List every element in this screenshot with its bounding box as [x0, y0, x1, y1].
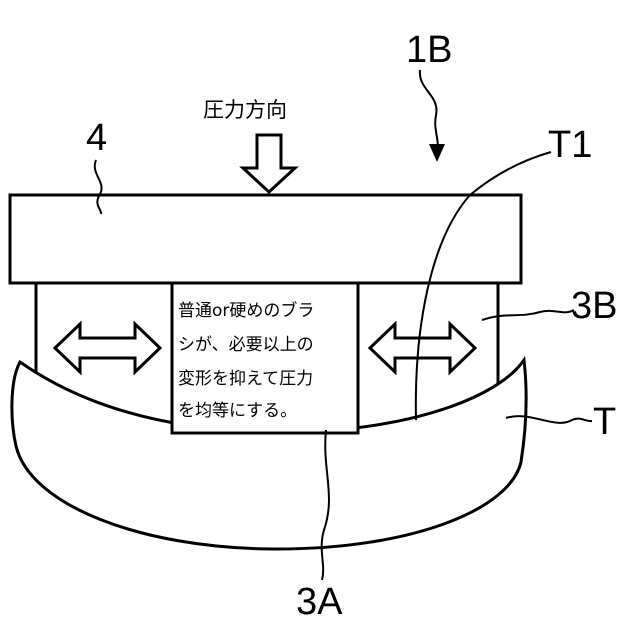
- label-1b: 1B: [406, 29, 452, 71]
- label-4: 4: [86, 117, 107, 159]
- label-3a: 3A: [296, 581, 343, 623]
- label-3b: 3B: [571, 285, 617, 327]
- center-note-line-3: 変形を抑えて圧力: [178, 369, 313, 389]
- pressure-plate-4: [10, 195, 521, 283]
- label-t1: T1: [548, 124, 592, 166]
- pressure-down-arrow-icon: [243, 135, 295, 192]
- pressure-direction-label: 圧力方向: [203, 98, 287, 122]
- center-note-line-1: 普通or硬めのブラ: [178, 300, 314, 321]
- leader-1b: [420, 70, 438, 152]
- leader-1b-arrowhead-icon: [429, 144, 445, 162]
- center-note-line-4: を均等にする。: [178, 401, 297, 421]
- center-note-line-2: シが、必要以上の: [178, 335, 314, 355]
- label-t: T: [593, 401, 616, 443]
